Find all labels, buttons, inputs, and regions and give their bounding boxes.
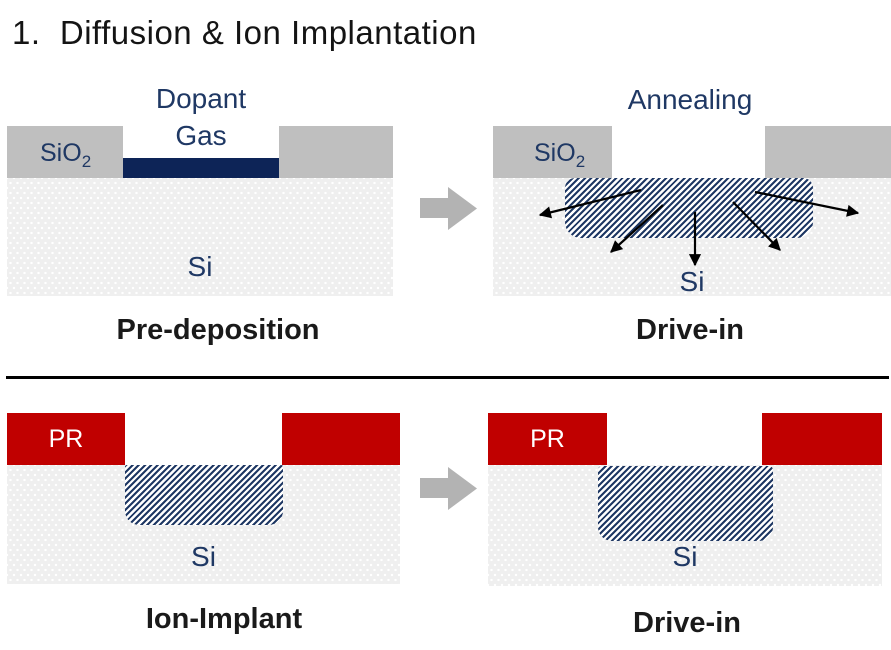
oxide-label-text: SiO (40, 139, 82, 167)
oxide-layer-left (7, 126, 123, 178)
doped-region-hatched (565, 178, 813, 238)
diffusion-arrows (538, 188, 860, 267)
photoresist-label: PR (530, 424, 565, 453)
dopant-gas-label: Dopant Gas (123, 80, 279, 154)
oxide-label: SiO2 (534, 139, 585, 176)
photoresist-mask-right (282, 413, 400, 465)
diffusion-arrow-down-right (732, 201, 781, 251)
oxide-label: SiO2 (40, 139, 91, 176)
oxide-layer-right (765, 126, 891, 178)
substrate-label: Si (679, 266, 705, 297)
process-arrow-icon (420, 187, 477, 230)
silicon-substrate (7, 178, 393, 296)
oxide-label-subscript: 2 (81, 152, 92, 171)
dopant-gas-label-line2: Gas (175, 120, 227, 151)
oxide-layer-left (493, 126, 612, 178)
diffusion-arrow-left (538, 188, 642, 219)
substrate-label: Si (672, 541, 698, 572)
substrate-label: Si (187, 251, 213, 282)
oxide-label-text: SiO (534, 139, 576, 167)
caption-ion-implant: Ion-Implant (145, 603, 303, 635)
implanted-region-hatched (125, 465, 283, 525)
photoresist-label: PR (48, 424, 84, 453)
oxide-layer-right (279, 126, 393, 178)
diffusion-arrow-down-left (610, 204, 664, 253)
photoresist-mask-right (762, 413, 882, 465)
slide-title: 1. Diffusion & Ion Implantation (12, 14, 477, 51)
section-divider (6, 376, 889, 379)
dopant-gas-layer (123, 158, 279, 178)
photoresist-mask-left: PR (488, 413, 607, 465)
caption-drive-in-top: Drive-in (636, 314, 744, 346)
annealing-label: Annealing (627, 84, 753, 115)
process-arrow-icon (420, 467, 477, 510)
substrate-label: Si (191, 541, 216, 572)
caption-drive-in-bottom: Drive-in (633, 607, 741, 639)
diffusion-arrow-right (754, 190, 860, 217)
photoresist-mask-left: PR (7, 413, 125, 465)
diffused-region-hatched (598, 466, 773, 541)
oxide-label-subscript: 2 (575, 152, 586, 171)
caption-pre-deposition: Pre-deposition (116, 314, 320, 346)
dopant-gas-label-line1: Dopant (155, 83, 247, 114)
